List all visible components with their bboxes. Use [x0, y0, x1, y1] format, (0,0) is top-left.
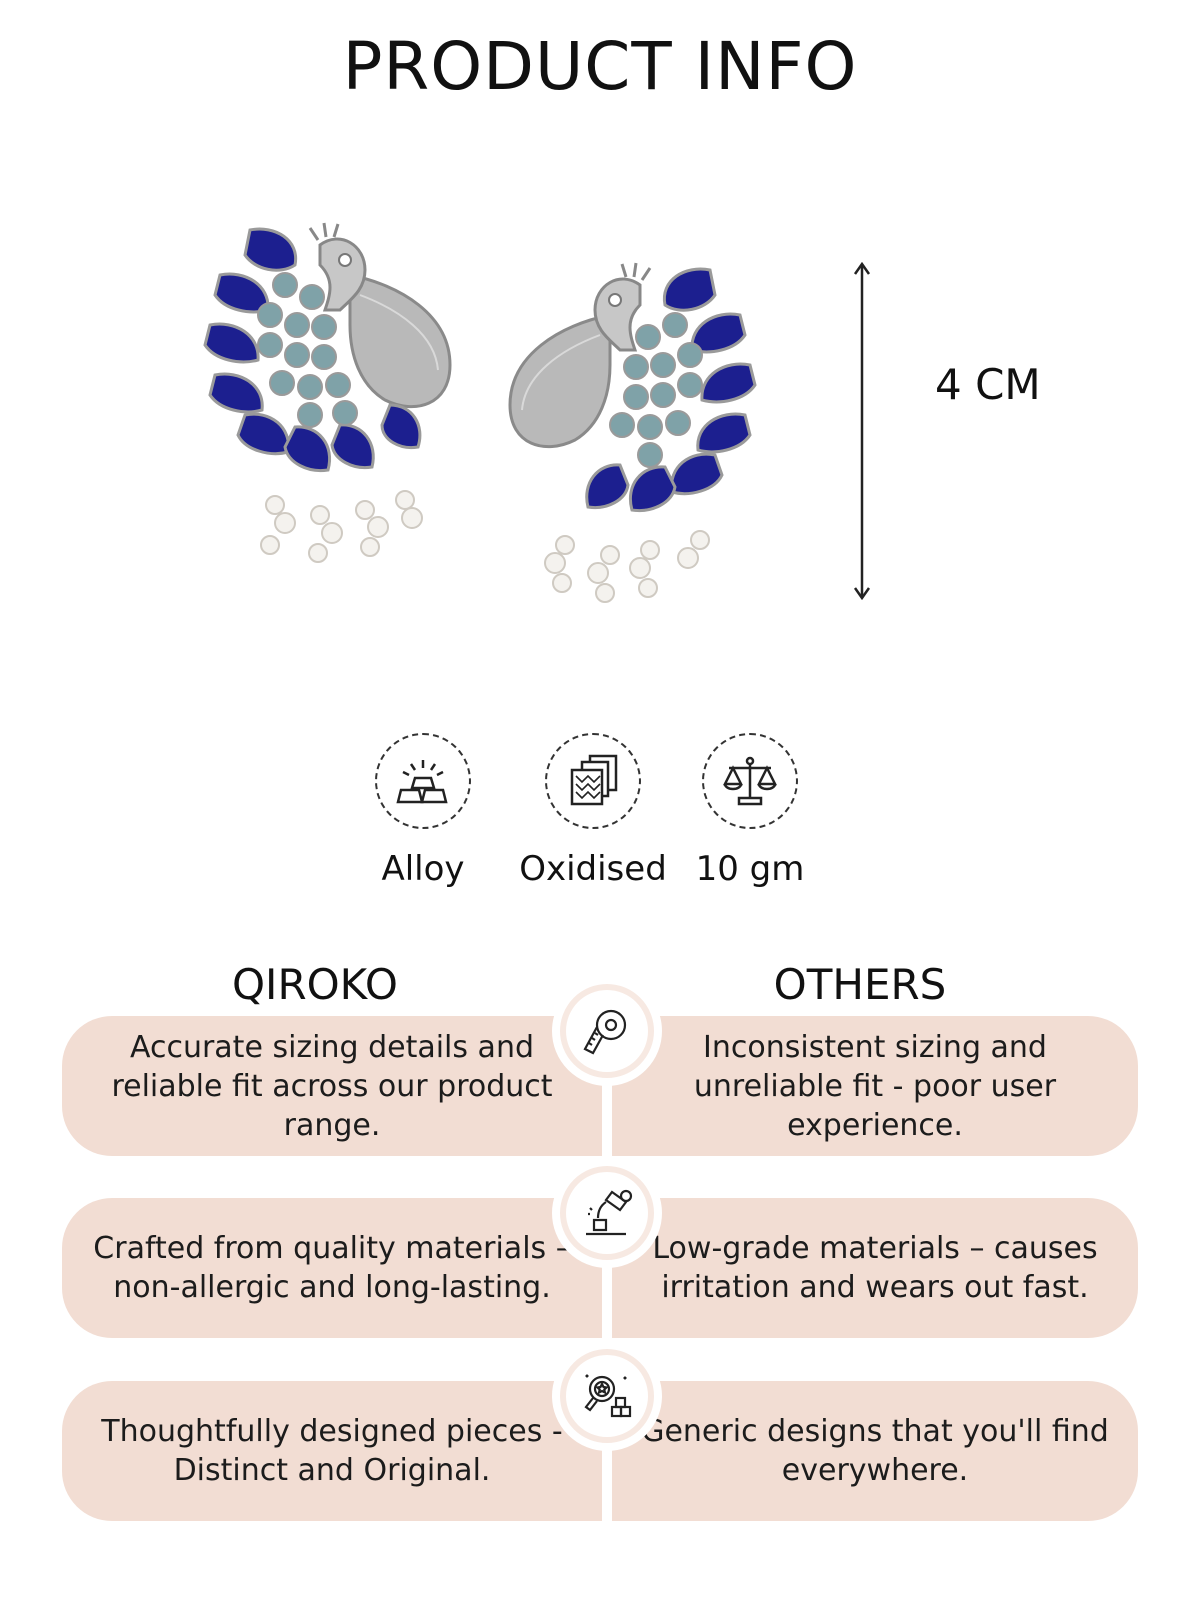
spec-label: 10 gm — [695, 849, 805, 889]
spec-material: Alloy — [348, 733, 498, 889]
plating-layers-icon — [570, 754, 618, 806]
spec-weight: 10 gm — [675, 733, 825, 889]
row-divider — [602, 1381, 612, 1521]
measuring-tape-icon — [583, 1009, 627, 1055]
left-earring-image — [203, 222, 452, 563]
spec-icon-circle — [545, 733, 641, 829]
weighing-scale-icon — [722, 756, 778, 806]
spec-icon-circle — [375, 733, 471, 829]
comparison-row-sizing: Accurate sizing details and reliable fit… — [62, 976, 1138, 1156]
height-measure-arrow — [853, 262, 871, 600]
others-point: Generic designs that you'll find everywh… — [612, 1381, 1138, 1521]
size-label: 4 CM — [935, 360, 1041, 409]
spec-label: Alloy — [381, 849, 465, 889]
spec-plating: Oxidised — [518, 733, 668, 889]
right-earring-image — [508, 262, 757, 603]
metal-bars-icon — [396, 760, 448, 804]
product-specs: Alloy Oxidised 10 gm — [360, 733, 840, 903]
others-point: Inconsistent sizing and unreliable fit -… — [612, 1016, 1138, 1156]
material-pouring-icon — [586, 1189, 633, 1236]
others-heading: OTHERS — [773, 960, 947, 1009]
spec-icon-circle — [702, 733, 798, 829]
spec-label: Oxidised — [519, 849, 667, 889]
comparison-row-designs: Thoughtfully designed pieces - Distinct … — [62, 1341, 1138, 1521]
comparison-row-materials: Crafted from quality materials – non-all… — [62, 1158, 1138, 1338]
row-badge — [552, 976, 662, 1086]
others-point: Low-grade materials – causes irritation … — [612, 1198, 1138, 1338]
row-badge — [552, 1341, 662, 1451]
row-divider — [602, 1016, 612, 1156]
design-magnifier-icon — [584, 1374, 632, 1418]
qiroko-point: Crafted from quality materials – non-all… — [62, 1198, 602, 1338]
qiroko-point: Accurate sizing details and reliable fit… — [62, 1016, 602, 1156]
product-image — [190, 215, 790, 615]
qiroko-point: Thoughtfully designed pieces - Distinct … — [62, 1381, 602, 1521]
row-divider — [602, 1198, 612, 1338]
page-title: PRODUCT INFO — [342, 28, 858, 105]
row-badge — [552, 1158, 662, 1268]
qiroko-heading: QIROKO — [232, 960, 398, 1009]
